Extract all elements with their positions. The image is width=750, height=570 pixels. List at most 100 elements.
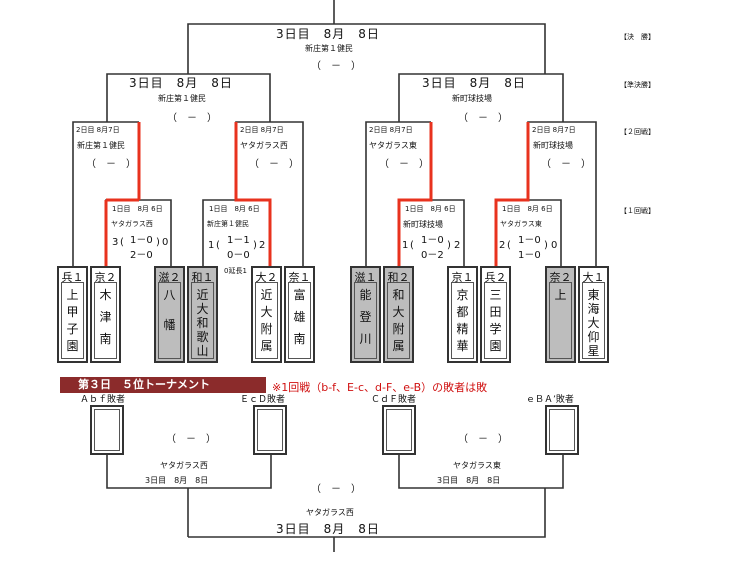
team-code: 兵２ <box>484 271 507 284</box>
team-code: 大２ <box>255 271 278 284</box>
consolation-slot-box <box>382 405 416 455</box>
team-name: 木津南 <box>92 288 119 354</box>
round2-date: 2日目 8月7日 <box>240 126 284 134</box>
round1-half1: 1－0 <box>518 235 541 246</box>
semi-venue: 新庄第１健民 <box>158 94 206 103</box>
consolation-slot-label: ｅＢＡ’敗者 <box>526 395 574 405</box>
team-name: 和大附属 <box>385 288 412 356</box>
team-name-char: 海 <box>587 302 600 316</box>
team-name-char: 上 <box>66 288 79 302</box>
team-box: 滋１ 能登川 <box>350 266 381 363</box>
round1-venue: 新町球技場 <box>403 220 443 229</box>
round1-paren-close: ) <box>253 240 257 251</box>
team-box-frame <box>61 282 84 359</box>
round1-right-score: 0 <box>162 237 169 248</box>
team-name-char: 登 <box>359 310 372 324</box>
team-name: 近大和歌山 <box>189 288 216 358</box>
team-box-frame <box>255 282 278 359</box>
round1-right-score: 2 <box>454 240 461 251</box>
team-box-frame <box>387 282 410 359</box>
round1-half2: 2－0 <box>130 250 153 261</box>
round1-venue: ヤタガラス西 <box>111 220 153 228</box>
stage-label-round1: 【１回戦】 <box>620 207 655 215</box>
team-box: 大２ 近大附属 <box>251 266 282 363</box>
round1-half1: 1－0 <box>130 235 153 246</box>
stage-label-semi: 【準決勝】 <box>620 81 655 89</box>
team-box-frame <box>582 282 605 359</box>
round1-date: 1日目 8月 6日 <box>112 205 163 213</box>
team-name: 能登川 <box>352 288 379 354</box>
team-box-frame <box>484 282 507 359</box>
team-name-char: 雄 <box>293 310 306 324</box>
team-name-char: 附 <box>260 322 273 336</box>
round2-date: 2日目 8月7日 <box>532 126 576 134</box>
team-name: 三田学園 <box>482 288 509 356</box>
team-name-char: 都 <box>456 305 469 319</box>
consolation-date: 3日目 8月 8日 <box>145 476 209 485</box>
consolation-slot-box <box>545 405 579 455</box>
team-name-char: 仰 <box>587 330 600 344</box>
round2-venue: ヤタガラス東 <box>369 141 417 150</box>
final-venue: 新庄第１健民 <box>305 44 353 53</box>
round1-paren-close: ) <box>544 240 548 251</box>
round1-half1: 1－1 <box>227 235 250 246</box>
final-score: （ － ） <box>311 61 361 72</box>
round1-date: 1日目 8月 6日 <box>502 205 553 213</box>
team-name-char: 精 <box>456 322 469 336</box>
team-code: 大１ <box>582 271 605 284</box>
round1-paren-open: ( <box>120 237 124 248</box>
round1-venue: ヤタガラス東 <box>500 220 542 228</box>
consolation-banner: 第３日 ５位トーナメント <box>60 377 266 393</box>
consolation-slot-label: Ａｂｆ敗者 <box>80 395 126 405</box>
team-code: 和２ <box>387 271 410 284</box>
team-box: 兵２ 三田学園 <box>480 266 511 363</box>
team-name: 東海大仰星 <box>580 288 607 358</box>
team-name-char: 津 <box>99 310 112 324</box>
semi-venue: 新町球技場 <box>452 94 492 103</box>
team-name-char: 学 <box>489 322 502 336</box>
team-box-frame <box>158 282 181 359</box>
round2-date: 2日目 8月7日 <box>76 126 120 134</box>
semi-score: （ － ） <box>167 113 217 124</box>
team-name-char: 華 <box>456 339 469 353</box>
team-name: 八幡 <box>156 288 183 348</box>
consolation-slot-label: ＥｃＤ敗者 <box>240 395 286 405</box>
consolation-venue: ヤタガラス西 <box>160 461 208 470</box>
team-box-frame <box>191 282 214 359</box>
team-name-char: 子 <box>66 322 79 336</box>
semi-date: 3日目 8月 8日 <box>129 76 233 90</box>
team-box-frame <box>451 282 474 359</box>
stage-label-final: 【決 勝】 <box>620 33 655 41</box>
round1-left-score: 1 <box>402 240 409 251</box>
team-name-char: 和 <box>392 288 405 302</box>
team-name-char: 大 <box>392 305 405 319</box>
team-code: 滋１ <box>354 271 377 284</box>
team-name: 近大附属 <box>253 288 280 356</box>
round1-paren-close: ) <box>447 240 451 251</box>
round1-left-score: 1 <box>208 240 215 251</box>
team-name-char: 附 <box>392 322 405 336</box>
round1-left-score: 3 <box>112 237 119 248</box>
team-name-char: 属 <box>392 339 405 353</box>
round1-half1: 1－0 <box>421 235 444 246</box>
team-name-char: 和 <box>196 316 209 330</box>
consolation-slot-label: ＣｄＦ敗者 <box>371 395 417 405</box>
team-name-char: 富 <box>293 288 306 302</box>
team-name-char: 京 <box>456 288 469 302</box>
team-name-char: 南 <box>293 332 306 346</box>
team-box: 大１ 東海大仰星 <box>578 266 609 363</box>
team-name-char: 山 <box>196 344 209 358</box>
team-name-char: 田 <box>489 305 502 319</box>
team-name: 上甲子園 <box>59 288 86 356</box>
round1-paren-open: ( <box>216 240 220 251</box>
round2-venue: 新庄第１健民 <box>77 141 125 150</box>
consolation-slot-box <box>90 405 124 455</box>
consolation-final-date: 3日目 8月 8日 <box>276 522 380 536</box>
team-box-frame <box>94 282 117 359</box>
team-name-char: 木 <box>99 288 112 302</box>
team-name-char: 大 <box>196 302 209 316</box>
